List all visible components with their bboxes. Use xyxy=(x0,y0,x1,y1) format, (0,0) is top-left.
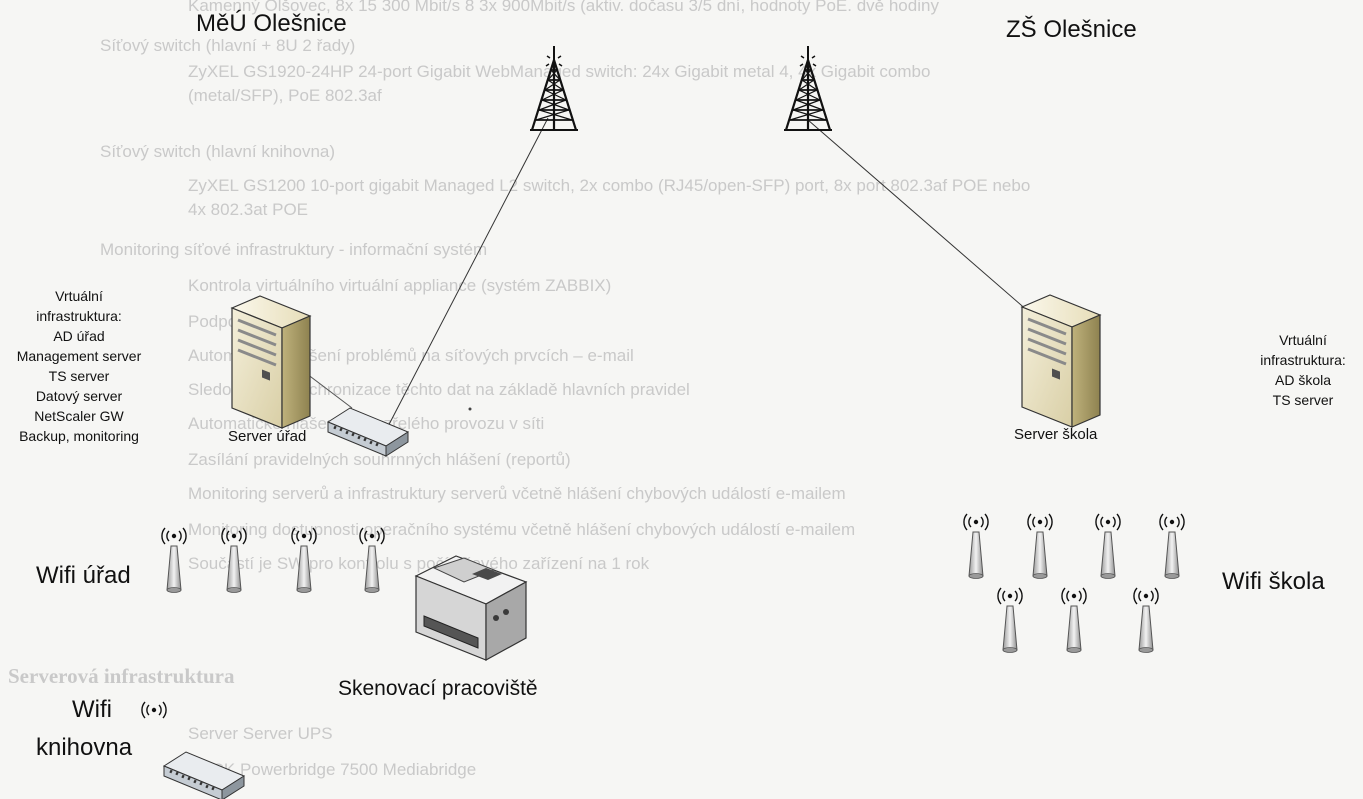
switch-urad-icon xyxy=(326,406,410,458)
switch-knihovna-icon xyxy=(162,750,246,799)
wifi-ap-skola-icon xyxy=(1095,513,1121,580)
virt-urad-line: TS server xyxy=(48,368,110,384)
label-wifi-knihovna-line2: knihovna xyxy=(36,734,133,761)
virt-skola-line: infrastruktura: xyxy=(1260,352,1346,368)
virt-urad-line: Vrtuální xyxy=(55,288,103,304)
wifi-ap-skola-icon xyxy=(963,513,989,580)
server-skola-icon xyxy=(1020,293,1102,429)
virt-urad-line: Management server xyxy=(16,348,142,364)
wifi-ap-skola-icon xyxy=(1133,587,1159,654)
virtual-infra-urad: Vrtuální infrastruktura: AD úřad Managem… xyxy=(4,286,154,446)
server-urad-icon xyxy=(230,294,312,430)
label-server-skola: Server škola xyxy=(1014,426,1098,443)
virt-skola-line: Vrtuální xyxy=(1279,332,1327,348)
radio-tower-zs-icon xyxy=(782,44,834,132)
label-wifi-urad: Wifi úřad xyxy=(36,562,131,589)
virt-urad-line: NetScaler GW xyxy=(34,408,124,424)
wifi-ap-urad-icon xyxy=(221,527,247,594)
virt-urad-line: AD úřad xyxy=(53,328,105,344)
label-wifi-skola: Wifi škola xyxy=(1222,568,1325,595)
wifi-ap-knihovna-icon xyxy=(141,701,167,719)
radio-tower-meu-icon xyxy=(528,44,580,132)
wifi-ap-skola-icon xyxy=(1061,587,1087,654)
link-tower-meu-to-switch xyxy=(381,117,549,439)
wifi-ap-urad-icon xyxy=(359,527,385,594)
virt-urad-line: infrastruktura: xyxy=(36,308,122,324)
virtual-infra-skola: Vrtuální infrastruktura: AD škola TS ser… xyxy=(1248,330,1358,410)
label-server-urad: Server úřad xyxy=(228,428,307,445)
virt-urad-line: Datový server xyxy=(35,388,123,404)
wifi-ap-urad-icon xyxy=(291,527,317,594)
label-skenovaci-pracoviste: Skenovací pracoviště xyxy=(338,677,538,700)
wifi-ap-urad-icon xyxy=(161,527,187,594)
scanner-icon xyxy=(414,555,528,662)
label-wifi-knihovna-line1: Wifi xyxy=(72,696,112,723)
virt-urad-line: Backup, monitoring xyxy=(19,428,139,444)
wifi-ap-skola-icon xyxy=(1027,513,1053,580)
label-meu-olesnice: MěÚ Olešnice xyxy=(196,10,347,37)
dot-mark xyxy=(468,407,472,411)
wifi-ap-skola-icon xyxy=(997,587,1023,654)
virt-skola-line: TS server xyxy=(1272,392,1334,408)
virt-skola-line: AD škola xyxy=(1274,372,1332,388)
label-zs-olesnice: ZŠ Olešnice xyxy=(1006,16,1137,43)
link-tower-zs-to-server xyxy=(807,119,1037,319)
wifi-ap-skola-icon xyxy=(1159,513,1185,580)
